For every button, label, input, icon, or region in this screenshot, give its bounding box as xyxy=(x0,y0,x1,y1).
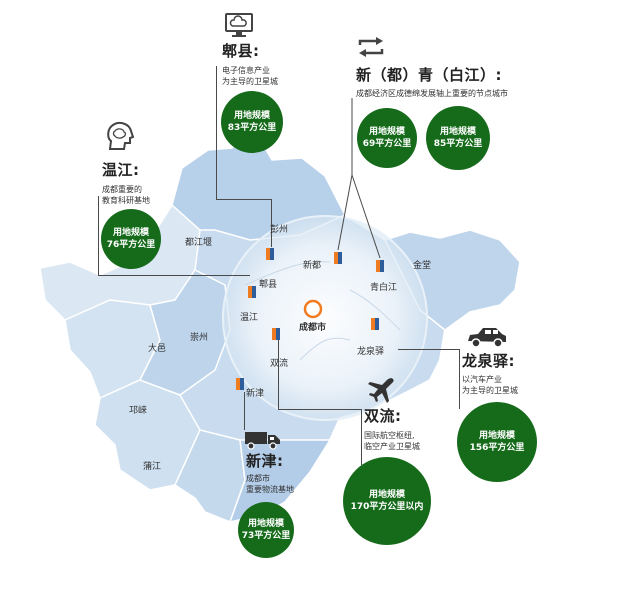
shuangliu-desc: 国际航空枢纽, 临空产业卫星城 xyxy=(364,431,420,451)
label-xindu: 新都 xyxy=(303,261,322,271)
label-pixian: 郫县 xyxy=(259,280,278,290)
xinjin-title: 新津: xyxy=(246,452,284,470)
xinjin-area xyxy=(228,439,332,524)
transfer-arrows-icon xyxy=(358,37,384,57)
airplane-icon xyxy=(368,378,394,403)
longquanyi-area-bubble: 用地规模 156平方公里 xyxy=(457,402,537,482)
longquanyi-desc: 以汽车产业 为主导的卫星城 xyxy=(462,375,518,395)
connector-shuangliu-h xyxy=(278,409,362,410)
chongzhou-area xyxy=(138,269,231,396)
label-qionglai: 邛崃 xyxy=(129,406,148,416)
connector-xinjin-v xyxy=(244,392,245,430)
connector-longquanyi-v xyxy=(459,349,460,409)
xinjin-area-bubble: 用地规模 73平方公里 xyxy=(238,502,294,558)
connector-shuangliu-drop xyxy=(361,409,362,465)
connector-pixian-v xyxy=(216,66,217,200)
xinqing-desc: 成都经济区成德绵发展轴上重要的节点城市 xyxy=(356,89,508,98)
label-pujiang: 蒲江 xyxy=(143,462,162,472)
cloud-computer-icon xyxy=(225,13,253,37)
label-dujiangyan: 都江堰 xyxy=(185,238,213,248)
marker-wenjiang xyxy=(248,286,256,298)
wenjiang-desc: 成都重要的 教育科研基地 xyxy=(102,185,150,205)
label-qingbaijiang: 青白江 xyxy=(370,283,398,293)
connector-pixian-h xyxy=(216,199,272,200)
label-chengdu: 成都市 xyxy=(299,323,327,333)
xinqing-area-bubble-1: 用地规模 69平方公里 xyxy=(357,108,417,168)
pixian-title: 郫县: xyxy=(222,42,260,60)
label-chongzhou: 崇州 xyxy=(190,333,209,343)
xinqing-area-bubble-2: 用地规模 85平方公里 xyxy=(426,106,490,170)
connector-wenjiang-h xyxy=(98,275,250,276)
connector-wenjiang-v xyxy=(98,196,99,276)
marker-qingbaijiang xyxy=(376,260,384,272)
label-pengzhou: 彭州 xyxy=(270,225,289,235)
marker-longquanyi xyxy=(371,318,379,330)
wenjiang-title: 温江: xyxy=(102,161,140,179)
xinjin-desc: 成都市 重要物流基地 xyxy=(246,474,294,494)
marker-shuangliu xyxy=(272,328,280,340)
label-longquanyi: 龙泉驿 xyxy=(357,347,385,357)
pixian-area-bubble: 用地规模 83平方公里 xyxy=(221,91,283,153)
wenjiang-area-bubble: 用地规模 76平方公里 xyxy=(101,209,161,269)
connector-shuangliu-v xyxy=(278,340,279,410)
truck-icon xyxy=(245,432,280,450)
label-shuangliu: 双流 xyxy=(270,359,289,369)
marker-xindu xyxy=(334,252,342,264)
brain-head-icon xyxy=(107,122,135,150)
label-wenjiang: 温江 xyxy=(240,313,259,323)
label-jintang: 金堂 xyxy=(413,261,432,271)
marker-xinjin xyxy=(236,378,244,390)
connector-longquanyi-h xyxy=(398,349,460,350)
label-xinjin: 新津 xyxy=(246,389,265,399)
shuangliu-title: 双流: xyxy=(364,407,402,425)
longquanyi-title: 龙泉驿: xyxy=(462,352,515,370)
chengdu-center-marker xyxy=(303,299,323,319)
shuangliu-area-bubble: 用地规模 170平方公里以内 xyxy=(343,457,431,545)
car-icon xyxy=(468,328,506,348)
xinqing-title: 新（都）青（白江）: xyxy=(356,66,502,84)
inner-boundaries xyxy=(244,261,401,361)
pixian-desc: 电子信息产业 为主导的卫星城 xyxy=(222,66,278,86)
marker-pixian xyxy=(266,248,274,260)
label-dayi: 大邑 xyxy=(148,344,167,354)
connector-pixian-drop xyxy=(271,199,272,247)
